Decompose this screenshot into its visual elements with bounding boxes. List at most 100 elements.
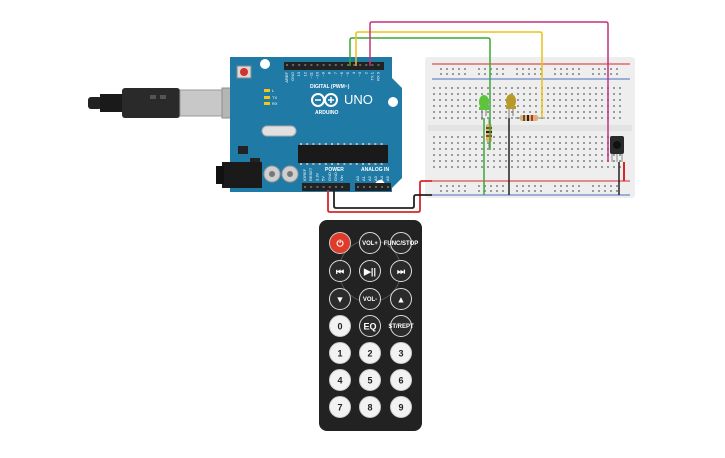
remote-button-play-pause[interactable]: ▶|| — [359, 260, 381, 282]
analog-pin-label: A1 — [361, 175, 366, 181]
header-pin[interactable] — [353, 64, 356, 66]
header-pin[interactable] — [292, 64, 295, 66]
usb-cable[interactable] — [88, 87, 239, 119]
remote-button-prev[interactable]: ⏮ — [329, 260, 351, 282]
digital-pin-label: GND — [290, 72, 295, 81]
header-pin[interactable] — [377, 64, 380, 66]
remote-button-1[interactable]: 1 — [329, 342, 351, 364]
remote-button-func-stop[interactable]: FUNC/STOP — [384, 232, 419, 254]
l-led-label: L — [272, 88, 275, 93]
crystal-oscillator — [261, 125, 297, 137]
header-pin[interactable] — [322, 64, 325, 66]
header-pin[interactable] — [316, 64, 319, 66]
remote-button-label: ▶|| — [363, 267, 376, 277]
analog-header-label: ANALOG IN — [361, 167, 389, 173]
remote-button-6[interactable]: 6 — [390, 369, 412, 391]
remote-button-label: 5 — [367, 376, 372, 386]
header-pin[interactable] — [286, 64, 288, 66]
digital-pin-label: ~9 — [321, 71, 326, 76]
mounting-hole — [260, 59, 270, 69]
analog-header[interactable] — [355, 183, 391, 191]
yellow-led[interactable] — [506, 94, 516, 119]
wires — [327, 21, 625, 213]
remote-button-7[interactable]: 7 — [329, 396, 351, 418]
digital-pin-label: 4 — [351, 71, 356, 74]
remote-button-down[interactable]: ▼ — [329, 288, 351, 310]
header-pin[interactable] — [375, 186, 377, 188]
usb-plug-body — [122, 88, 180, 118]
header-pin[interactable] — [322, 186, 325, 188]
header-pin[interactable] — [363, 186, 365, 188]
remote-button-5[interactable]: 5 — [359, 369, 381, 391]
remote-button-eq[interactable]: EQ — [359, 315, 381, 337]
l-led — [264, 89, 270, 92]
header-pin[interactable] — [328, 186, 331, 188]
remote-button-label: ⏭ — [397, 267, 406, 277]
green-led[interactable] — [479, 95, 489, 120]
header-pin[interactable] — [371, 64, 374, 66]
remote-button-up[interactable]: ▲ — [390, 288, 412, 310]
header-pin[interactable] — [304, 64, 307, 66]
header-pin[interactable] — [310, 186, 313, 188]
header-pin[interactable] — [347, 64, 349, 66]
digital-header[interactable] — [284, 62, 384, 70]
header-pin[interactable] — [310, 64, 313, 66]
remote-button-label: VOL- — [363, 297, 377, 303]
dc-power-jack[interactable] — [222, 162, 262, 188]
header-pin[interactable] — [328, 64, 331, 66]
remote-button-vol-up[interactable]: VOL+ — [359, 232, 381, 254]
remote-button-0[interactable]: 0 — [329, 315, 351, 337]
breadboard[interactable] — [425, 57, 635, 198]
wire-pin-to-yellow-led[interactable] — [355, 31, 543, 118]
header-pin[interactable] — [304, 186, 306, 188]
remote-button-3[interactable]: 3 — [390, 342, 412, 364]
remote-button-label: 8 — [367, 403, 372, 413]
remote-button-4[interactable]: 4 — [329, 369, 351, 391]
remote-button-label: ⏻ — [336, 239, 344, 249]
power-header-label: POWER — [325, 167, 344, 173]
remote-button-9[interactable]: 9 — [390, 396, 412, 418]
usb-connector-metal — [179, 89, 226, 117]
wire-gnd-to-rail[interactable] — [333, 190, 432, 209]
wire-5v-to-rail[interactable] — [327, 180, 432, 213]
arduino-logo-icon — [311, 93, 338, 107]
wire-pin-to-green-led[interactable] — [349, 37, 491, 150]
header-pin[interactable] — [381, 186, 383, 188]
ir-receiver[interactable] — [610, 136, 624, 162]
power-pin-label: 5V — [321, 176, 326, 181]
header-pin[interactable] — [341, 186, 344, 188]
remote-button-2[interactable]: 2 — [359, 342, 381, 364]
remote-button-vol-down[interactable]: VOL- — [359, 288, 381, 310]
remote-button-8[interactable]: 8 — [359, 396, 381, 418]
header-pin[interactable] — [335, 186, 337, 188]
power-pin-label: GND — [333, 172, 338, 181]
header-pin[interactable] — [340, 64, 343, 66]
header-pin[interactable] — [316, 186, 319, 188]
rx-led — [264, 102, 270, 105]
digital-pin-label: ~6 — [339, 71, 344, 76]
power-header[interactable] — [302, 183, 350, 191]
header-pin[interactable] — [298, 64, 301, 66]
remote-button-st-rept[interactable]: ST/REPT — [388, 315, 414, 337]
remote-button-power[interactable]: ⏻ — [329, 232, 351, 254]
header-pin[interactable] — [369, 186, 371, 188]
header-pin[interactable] — [357, 186, 359, 188]
header-pin[interactable] — [365, 64, 368, 66]
wire-pin-to-ir-receiver[interactable] — [369, 21, 609, 162]
header-pin[interactable] — [387, 186, 389, 188]
analog-pin-label: A2 — [367, 175, 372, 181]
digital-pin-label: RX 0 — [376, 71, 381, 81]
remote-button-label: 9 — [398, 403, 403, 413]
resistor-horizontal[interactable] — [515, 115, 545, 121]
header-pin[interactable] — [334, 64, 337, 66]
reset-button-cap[interactable] — [240, 68, 248, 76]
header-pin[interactable] — [359, 64, 362, 66]
power-pin-label: GND — [327, 172, 332, 181]
remote-button-next[interactable]: ⏭ — [390, 260, 412, 282]
digital-header-label: DIGITAL (PWM~) — [310, 84, 350, 90]
